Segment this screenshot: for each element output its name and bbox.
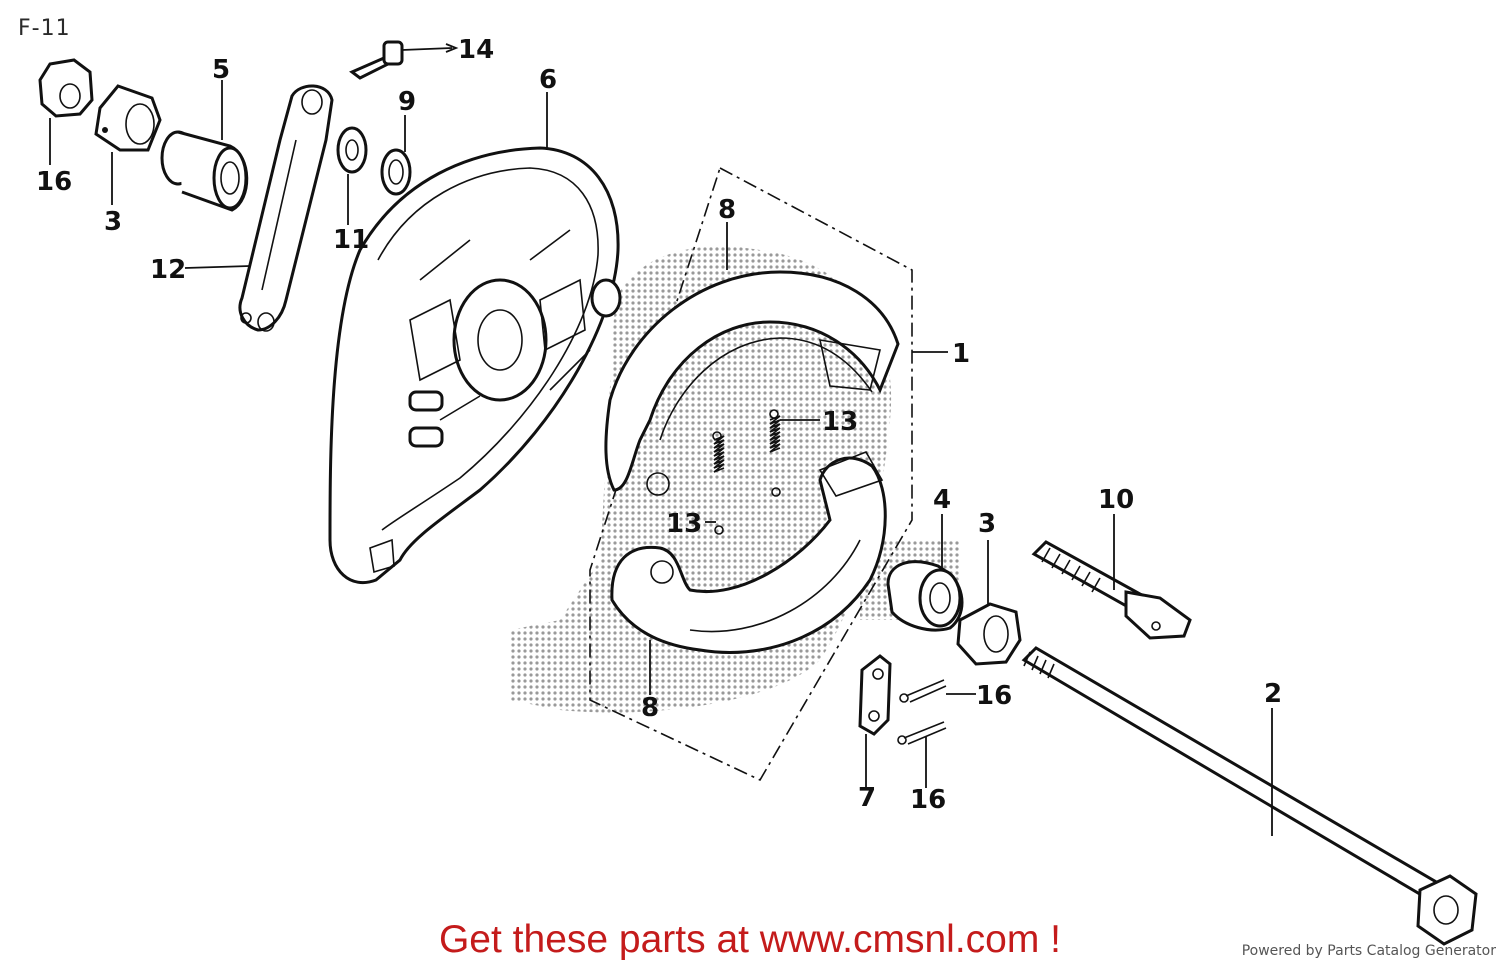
part-plate-7 <box>858 654 892 788</box>
part-seal-9 <box>380 115 412 196</box>
part-bushing-5 <box>160 80 249 212</box>
callout-13-upper: 13 <box>822 407 858 437</box>
callout-11: 11 <box>333 225 369 255</box>
part-nut-16-top <box>38 58 94 165</box>
part-collar-3-right <box>956 540 1022 666</box>
part-brake-shoe-8-upper <box>604 222 900 496</box>
callout-3-right: 3 <box>978 509 996 539</box>
part-collar-3-top <box>94 84 162 205</box>
callout-4: 4 <box>933 485 951 515</box>
callout-10: 10 <box>1098 485 1134 515</box>
part-brake-arm-12 <box>184 84 334 332</box>
promo-link-text[interactable]: Get these parts at www.cmsnl.com ! <box>0 918 1500 962</box>
part-collar-4 <box>886 514 964 632</box>
part-adjuster-10 <box>1031 514 1192 640</box>
callout-13-lower: 13 <box>666 509 702 539</box>
part-bolt-14 <box>349 40 459 80</box>
generator-credit: Powered by Parts Catalog Generator <box>1241 943 1496 959</box>
shoe-set-outline <box>589 166 948 782</box>
part-washer-11 <box>336 126 368 225</box>
callout-14: 14 <box>458 35 494 65</box>
callout-1: 1 <box>952 339 970 369</box>
callout-3-top: 3 <box>104 207 122 237</box>
callout-8-lower: 8 <box>641 693 659 723</box>
callout-16-top: 16 <box>36 167 72 197</box>
callout-12: 12 <box>150 255 186 285</box>
page-title: F-11 <box>18 16 71 41</box>
callout-5: 5 <box>212 55 230 85</box>
part-axle-2 <box>1021 646 1478 946</box>
callout-7: 7 <box>858 783 876 813</box>
part-brake-shoe-8-lower <box>610 451 887 695</box>
callout-16-bottom: 16 <box>910 785 946 815</box>
promo-text: Get these parts at www.cmsnl.com ! <box>438 918 1062 961</box>
callout-2: 2 <box>1264 679 1282 709</box>
callout-8-upper: 8 <box>718 195 736 225</box>
part-brake-panel-6 <box>328 92 622 585</box>
part-springs-13 <box>705 409 820 535</box>
part-cotter-pins-16 <box>897 679 976 788</box>
callout-9: 9 <box>398 87 416 117</box>
callout-6: 6 <box>539 65 557 95</box>
callout-16-right: 16 <box>976 681 1012 711</box>
